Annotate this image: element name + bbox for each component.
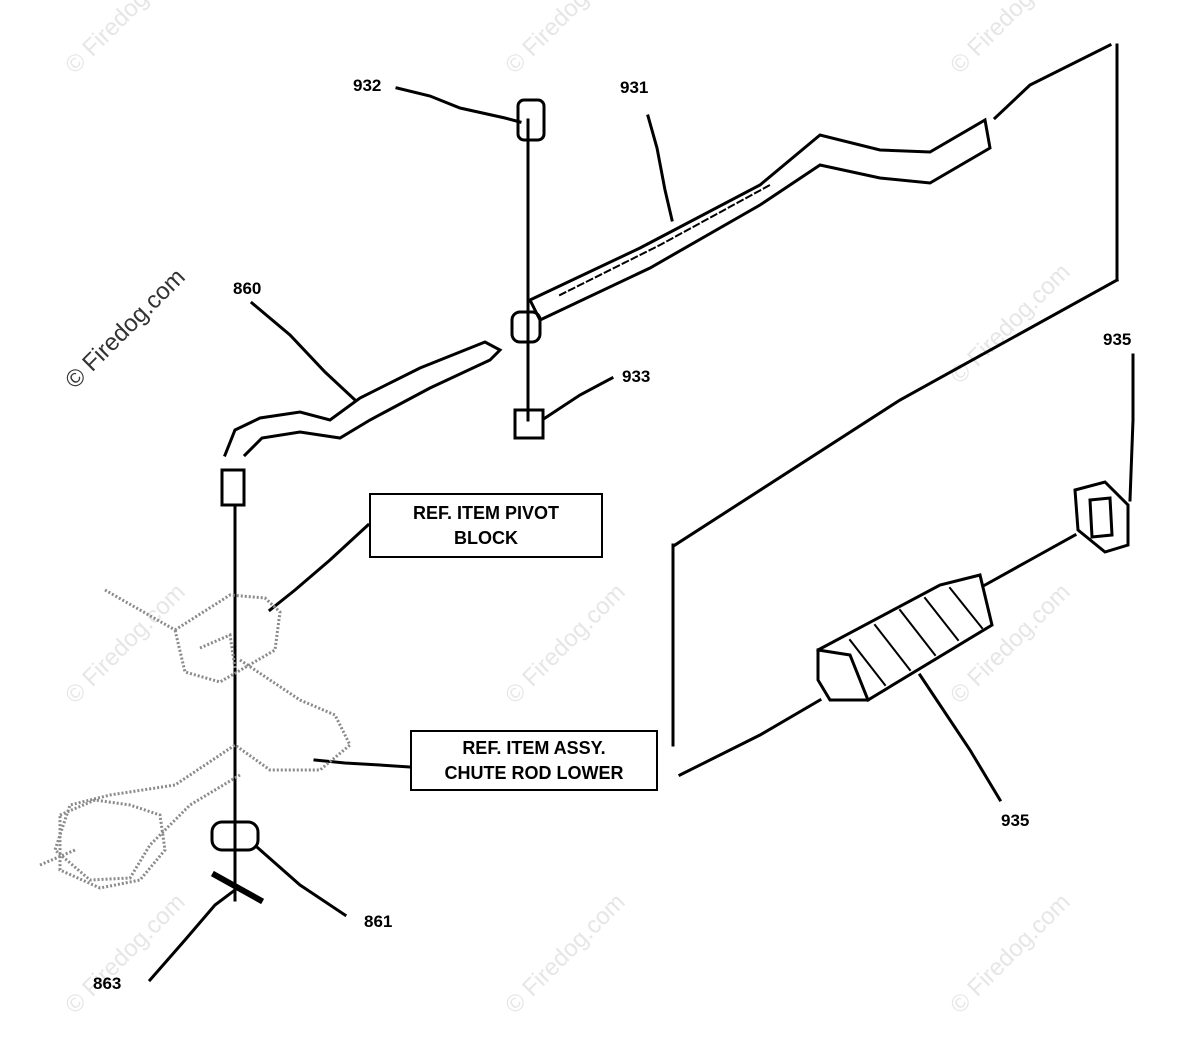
ghost-pivot-block-face: [199, 632, 237, 669]
ref-chute-line2: CHUTE ROD LOWER: [444, 763, 624, 783]
leader-932: [395, 86, 522, 124]
nut-861: [210, 820, 260, 852]
ghost-pivot-block: [173, 593, 282, 684]
callout-935-bottom: 935: [1001, 811, 1030, 830]
callout-863: 863: [93, 974, 122, 993]
callout-931: 931: [620, 78, 649, 97]
ref-pivot-block-box: REF. ITEM PIVOT BLOCK: [369, 493, 603, 558]
callout-935-top: 935: [1103, 330, 1132, 349]
bushing-935-inner: [1088, 496, 1114, 539]
rod-931: [527, 117, 992, 322]
ghost-chute-cluster: [58, 798, 167, 890]
ref-pivot-line2: BLOCK: [454, 528, 518, 548]
callout-860: 860: [233, 279, 262, 298]
explode-line-upper: [992, 42, 1113, 121]
explode-line-lower: [677, 697, 823, 778]
leader-935b: [917, 672, 1003, 803]
leader-861: [255, 845, 348, 918]
rod-860: [223, 340, 503, 458]
ref-pivot-line1: REF. ITEM PIVOT: [412, 503, 559, 523]
explode-line-mid: [982, 532, 1078, 588]
ghost-pivot-link: [104, 588, 176, 632]
grip-935: [816, 573, 994, 702]
leader-933: [542, 375, 615, 421]
rod-931-hatch: [558, 183, 772, 297]
fitting-933: [513, 408, 545, 440]
callout-933: 933: [622, 367, 651, 386]
coupling-860: [220, 468, 246, 507]
leader-863: [147, 887, 238, 983]
fitting-932: [516, 98, 546, 142]
bushing-935: [1073, 480, 1130, 554]
grip-935-ribs: [848, 586, 984, 687]
pin-863: [210, 870, 265, 905]
ref-chute-rod-box: REF. ITEM ASSY. CHUTE ROD LOWER: [410, 730, 658, 791]
ref-chute-line1: REF. ITEM ASSY.: [462, 738, 606, 758]
leader-935a: [1128, 353, 1135, 502]
callout-932: 932: [353, 76, 382, 95]
leader-860: [249, 300, 358, 403]
ghost-chute-arm: [53, 658, 352, 882]
explode-line-diagonal: [672, 277, 1120, 548]
grip-935-end: [816, 648, 870, 702]
fitting-joint: [510, 310, 542, 344]
callout-861: 861: [364, 912, 393, 931]
leader-931: [646, 114, 674, 222]
leader-pivot: [267, 522, 371, 613]
